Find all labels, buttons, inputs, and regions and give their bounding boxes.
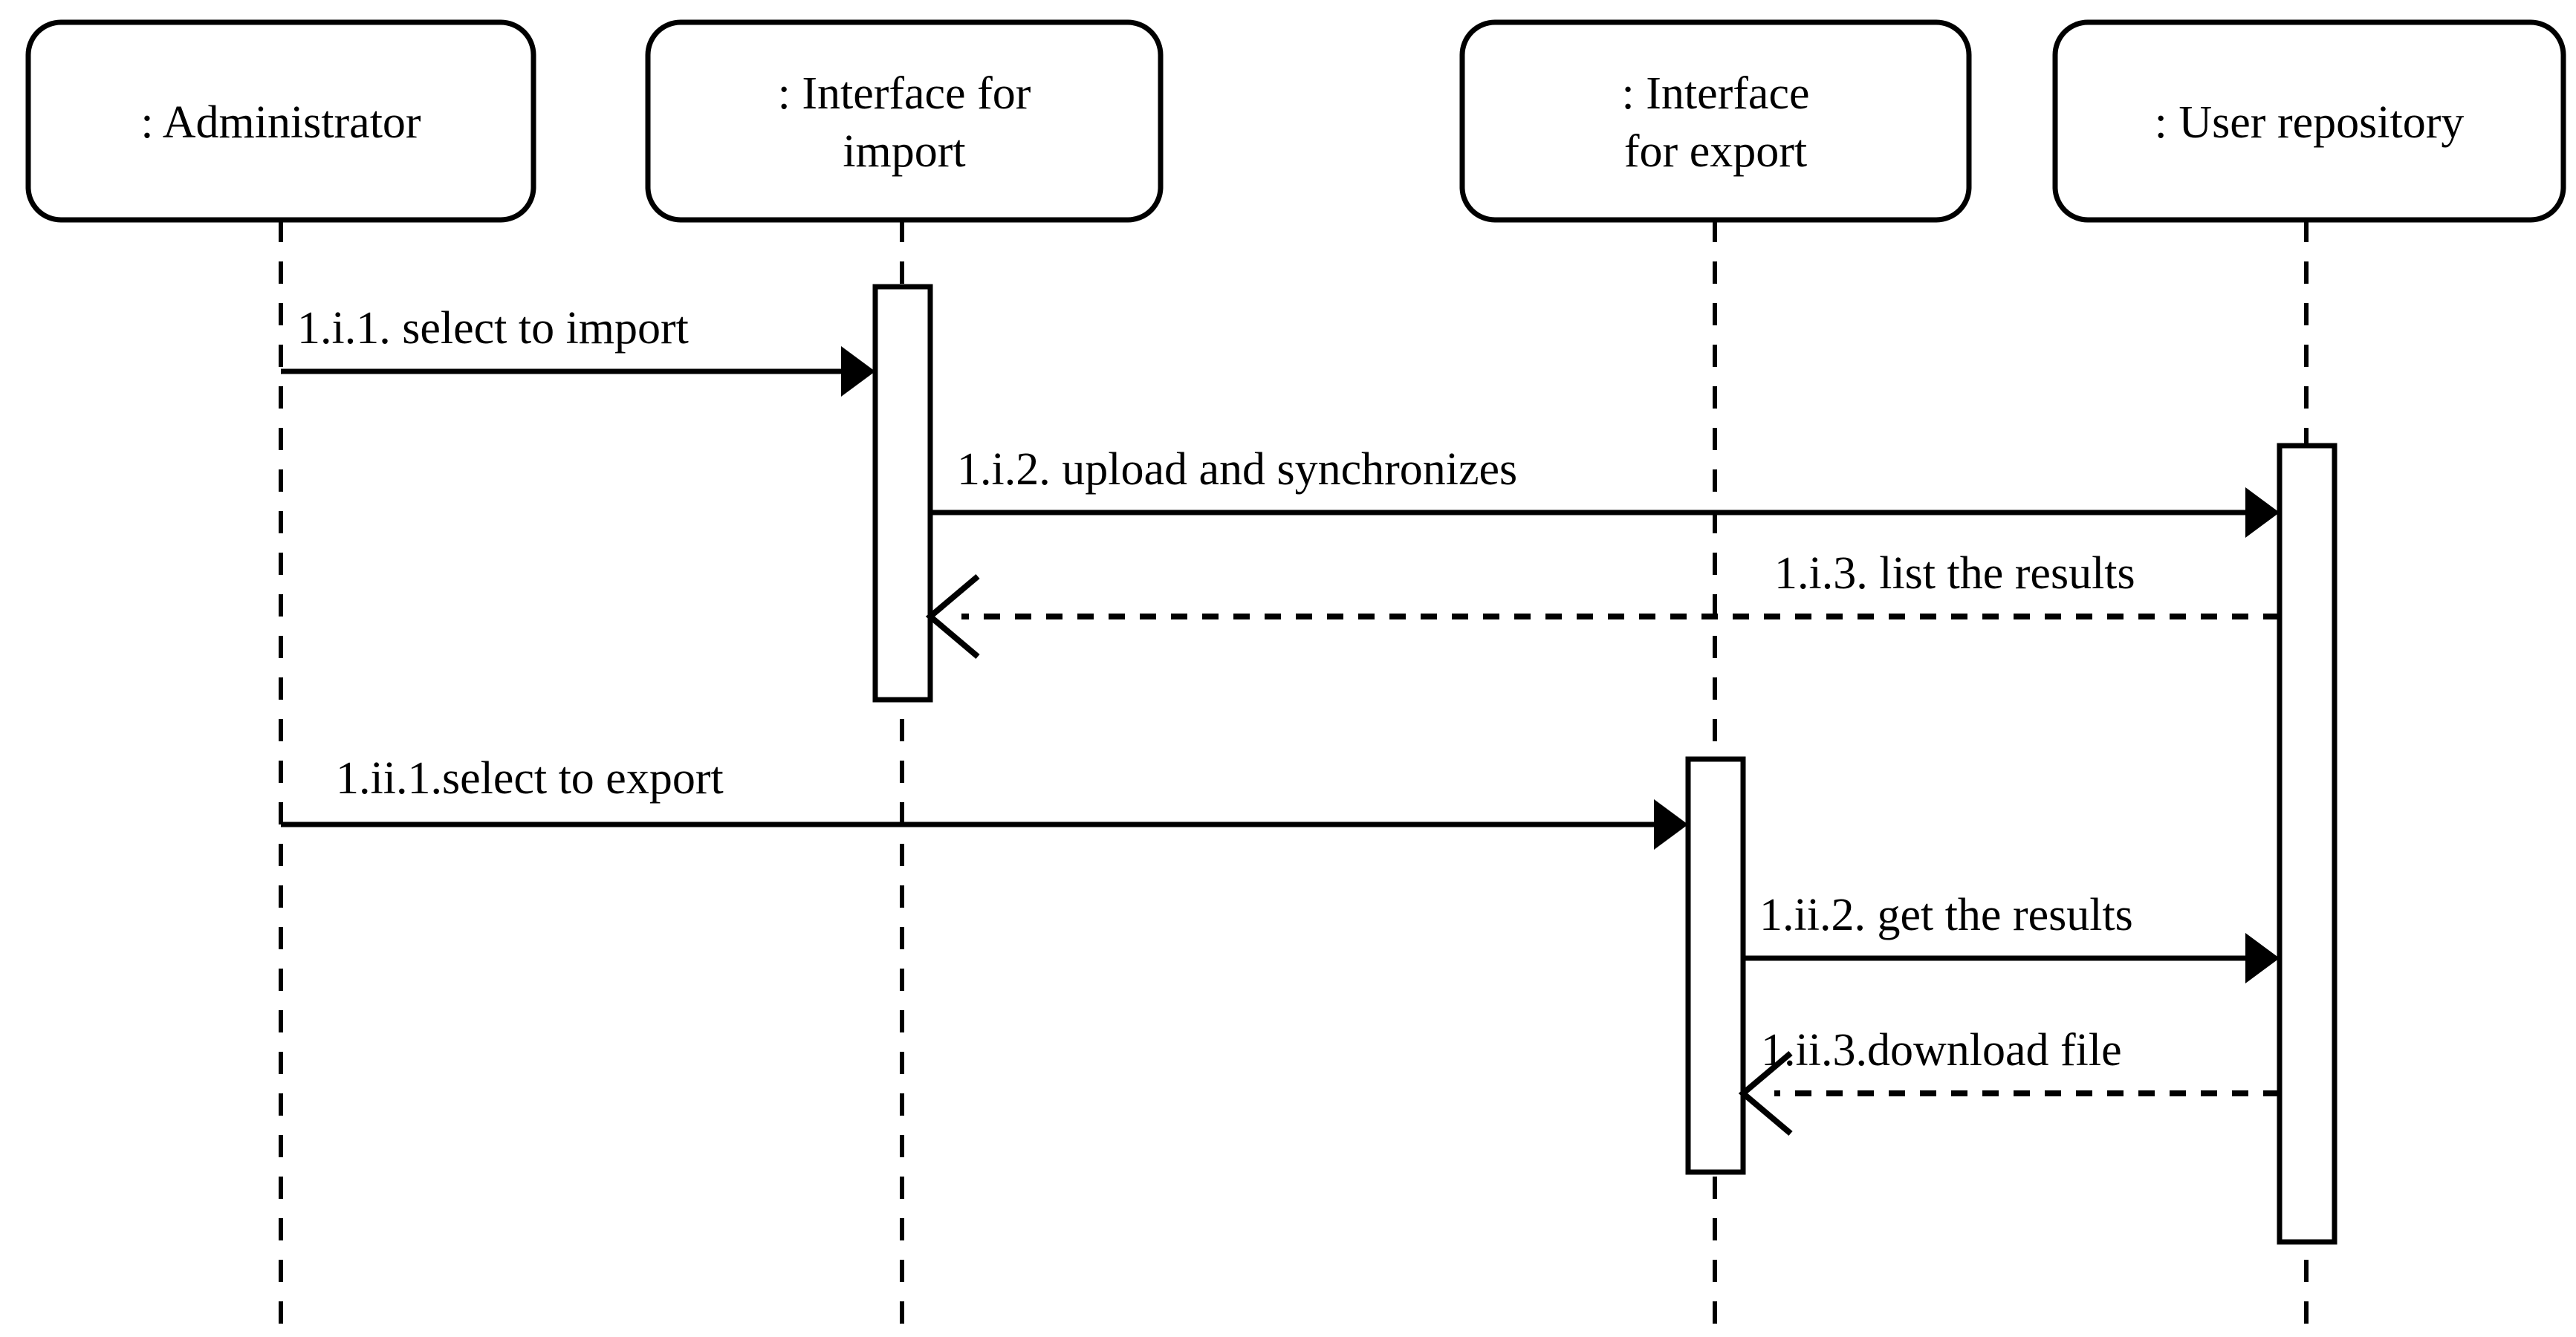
message-label: 1.ii.2. get the results bbox=[1759, 890, 2133, 940]
message-5[interactable]: 1.ii.2. get the results bbox=[1743, 890, 2280, 983]
message-label: 1.i.2. upload and synchronizes bbox=[957, 444, 1517, 495]
participant-box-administrator[interactable]: : Administrator bbox=[25, 19, 536, 223]
participant-label-interface-for-import: import bbox=[843, 126, 965, 177]
participant-box-interface-for-export[interactable]: : Interface for export bbox=[1459, 19, 1972, 223]
message-1[interactable]: 1.i.1. select to import bbox=[281, 303, 875, 397]
export-activation bbox=[1685, 756, 1746, 1175]
open-arrowhead-icon bbox=[1738, 1050, 1793, 1136]
participant-box-user-repository[interactable]: : User repository bbox=[2052, 19, 2566, 223]
participant-label-administrator: : Administrator bbox=[140, 97, 421, 148]
participant-box-interface-for-import[interactable]: : Interface for import bbox=[645, 19, 1164, 223]
filled-arrowhead-icon bbox=[2245, 487, 2280, 538]
activations-layer bbox=[872, 284, 2337, 1245]
participant-label-interface-for-import: : Interface for bbox=[778, 68, 1031, 119]
import-activation bbox=[872, 284, 933, 703]
message-label: 1.i.3. list the results bbox=[1774, 548, 2135, 599]
message-label: 1.ii.1.select to export bbox=[336, 753, 724, 804]
message-2[interactable]: 1.i.2. upload and synchronizes bbox=[930, 444, 2280, 538]
filled-arrowhead-icon bbox=[1654, 799, 1688, 850]
messages-layer: 1.i.1. select to import 1.i.2. upload and… bbox=[281, 303, 2280, 1136]
message-label: 1.ii.3.download file bbox=[1761, 1025, 2122, 1076]
filled-arrowhead-icon bbox=[2245, 933, 2280, 983]
open-arrowhead-icon bbox=[925, 573, 980, 660]
repository-activation bbox=[2277, 443, 2337, 1245]
participant-label-interface-for-export: for export bbox=[1624, 126, 1807, 177]
message-6[interactable]: 1.ii.3.download file bbox=[1738, 1025, 2280, 1136]
participant-label-interface-for-export: : Interface bbox=[1622, 68, 1810, 119]
message-3[interactable]: 1.i.3. list the results bbox=[925, 548, 2280, 660]
filled-arrowhead-icon bbox=[841, 346, 875, 397]
message-4[interactable]: 1.ii.1.select to export bbox=[281, 753, 1688, 850]
message-label: 1.i.1. select to import bbox=[297, 303, 689, 354]
participant-label-user-repository: : User repository bbox=[2155, 97, 2465, 148]
